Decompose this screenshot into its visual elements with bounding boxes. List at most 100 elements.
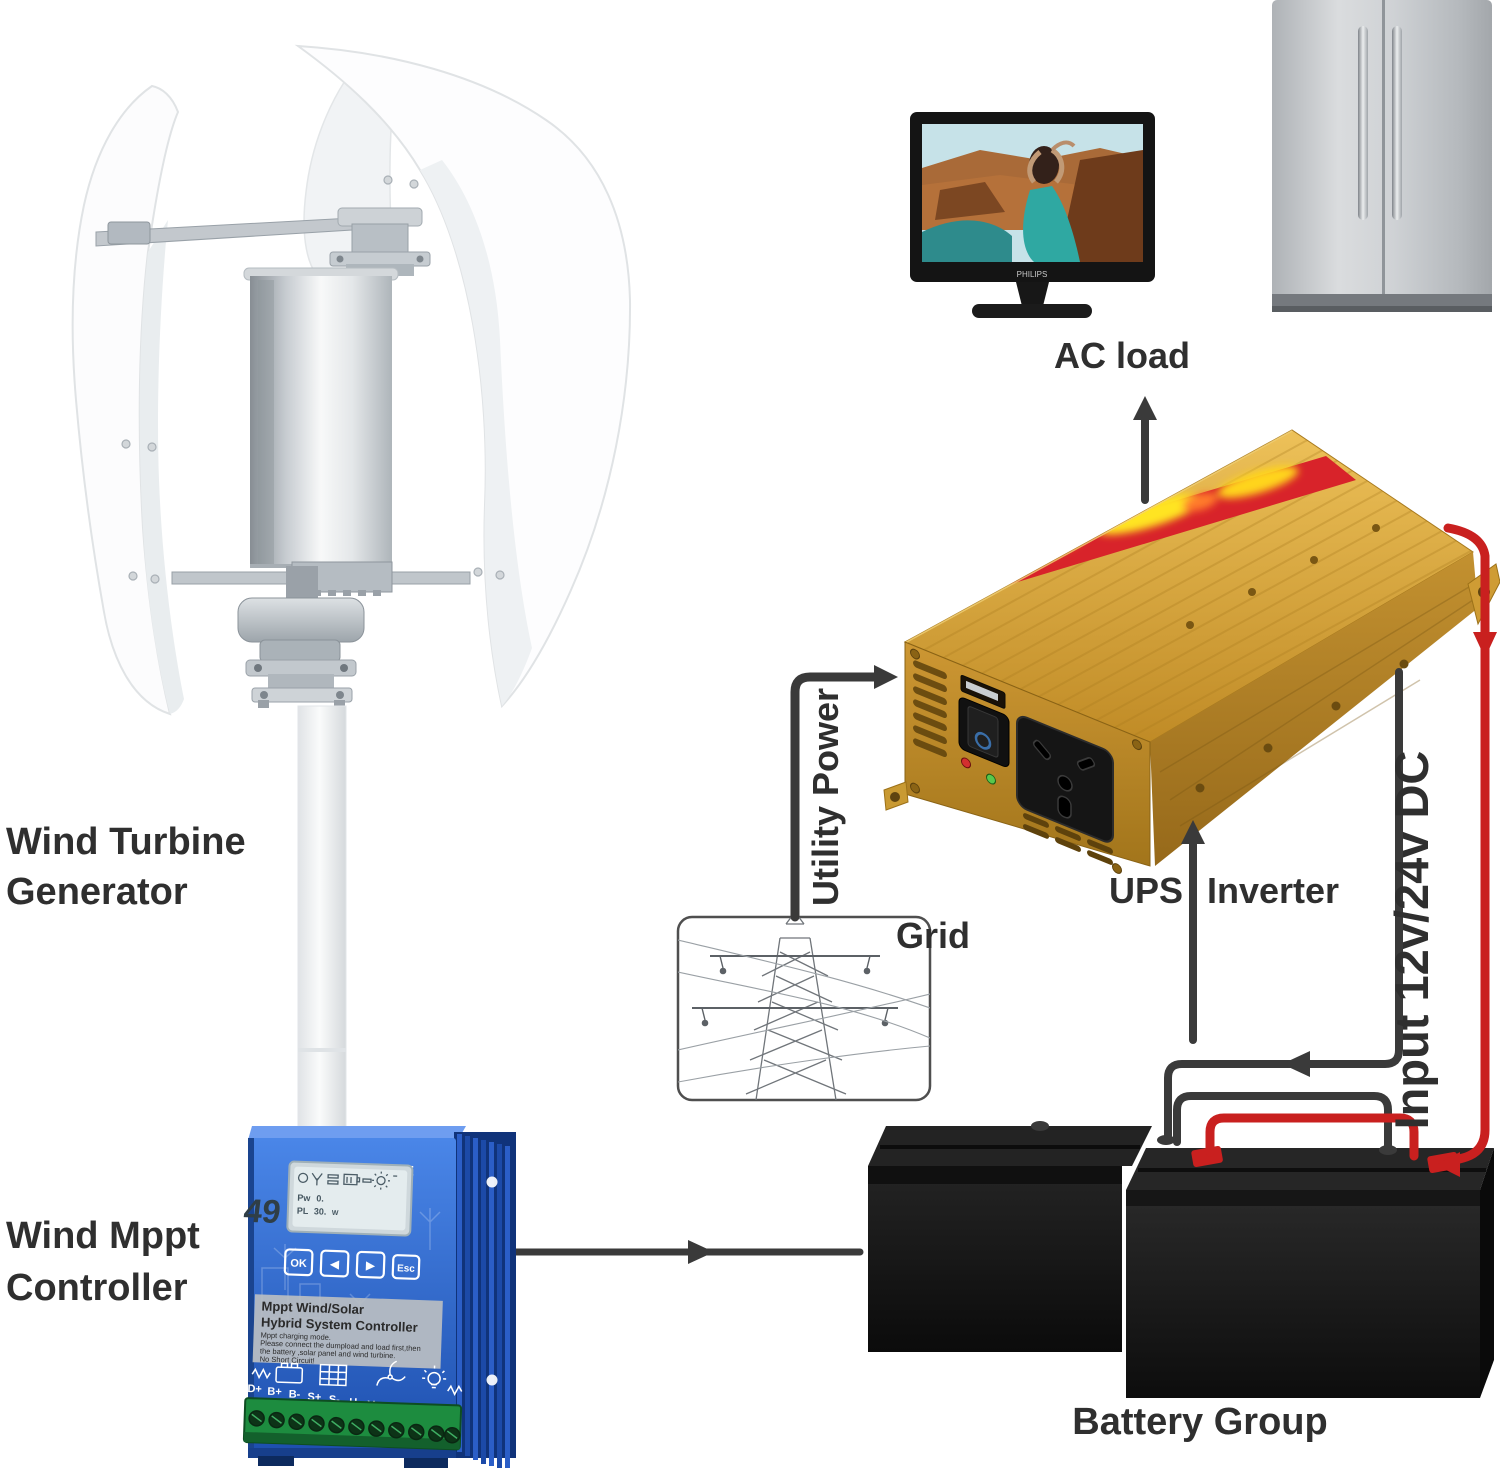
diagram-labels: AC load Grid Utility Power UPS Inverter … [6, 335, 1438, 1443]
lcd-pw-value: 0. [316, 1193, 324, 1203]
turbine-flange-stack [237, 566, 365, 708]
terminal-block [242, 1397, 463, 1451]
monitor: PHILIPS [910, 112, 1155, 318]
wind-mppt-controller: CE Pw 0. PL 30. [242, 1126, 516, 1468]
grid-label: Grid [896, 915, 970, 956]
input-dc-label: Input 12v/24v DC [1385, 751, 1438, 1130]
inverter-right-face [1150, 552, 1478, 866]
mount-hole [486, 1176, 498, 1188]
wind-turbine-label-line2: Generator [6, 871, 188, 913]
dc-input-terminal-arrow [1436, 1152, 1460, 1177]
battery-to-inverter-wire [1164, 668, 1403, 1140]
turbine-generator-cylinder [243, 267, 399, 568]
terminal-label: D+ [247, 1383, 262, 1395]
controller-foot [404, 1458, 448, 1468]
dc-input-down-arrow [1473, 632, 1497, 658]
controller-top-face [248, 1126, 466, 1140]
turbine-pole [297, 705, 347, 1153]
inverter-vents-left [913, 660, 947, 757]
controller-label-line2: Controller [6, 1267, 188, 1309]
inverter-front-details [910, 648, 1142, 874]
controller-foot [258, 1456, 294, 1466]
turbine-right-blade-shade [420, 160, 532, 706]
ups-inverter-up-arrow [1181, 820, 1205, 1044]
inverter-label: Inverter [1207, 870, 1339, 911]
sticker-note-1: Mppt charging mode. [260, 1330, 331, 1341]
ac-load-label: AC load [1054, 335, 1190, 376]
monitor-base [972, 304, 1092, 318]
wiring [508, 396, 1497, 1264]
lamp-icon [422, 1365, 447, 1389]
controller-bottom-lip [248, 1448, 456, 1458]
solar-panel-icon [319, 1363, 348, 1387]
lcd-pl-label: PL [297, 1206, 309, 1216]
wind-turbine-icon [376, 1360, 406, 1386]
fridge-handle-left [1358, 26, 1368, 220]
wind-turbine-generator [71, 44, 632, 1153]
switch-o-mark [974, 731, 992, 750]
battery-group-label: Battery Group [1072, 1401, 1327, 1443]
fridge-handle-right [1392, 26, 1402, 220]
left-arrow-button: ◀ [330, 1257, 340, 1271]
battery-group [868, 1121, 1494, 1398]
inverter-side-ridges [1159, 583, 1477, 827]
utility-power-arrow [790, 665, 898, 922]
inverter-ear-hole-left [890, 792, 900, 802]
utility-power-label: Utility Power [805, 688, 846, 906]
dump-load-icon [251, 1367, 271, 1380]
battery-post [1031, 1121, 1049, 1131]
ups-label: UPS [1109, 870, 1183, 911]
ok-button: OK [290, 1257, 307, 1270]
right-arrow-button: ▶ [366, 1258, 376, 1272]
dump-load-icon [447, 1384, 463, 1396]
inverter-front-screws [910, 648, 1142, 874]
lcd-pl-unit: W [332, 1210, 339, 1217]
lcd-main-value: 49 [242, 1193, 283, 1231]
lcd-pw-label: Pw [297, 1193, 311, 1203]
arm-clamp [107, 221, 151, 245]
monitor-screen-image [922, 140, 1143, 262]
turbine-right-blade [294, 44, 632, 709]
terminal-icon-row [251, 1360, 463, 1396]
sticker-note-4: No Short Circuit! [260, 1354, 315, 1365]
transmission-tower [678, 917, 930, 1100]
controller-buttons: OK ◀ ▶ Esc [283, 1248, 421, 1280]
ups-inverter [883, 429, 1500, 874]
wire-arrowhead [688, 1240, 714, 1264]
sticker-title-2: Hybrid System Controller [261, 1314, 418, 1334]
blade-screws [121, 175, 505, 584]
battery-jumper-red [1205, 1113, 1419, 1161]
terminal-screw-slots [251, 1413, 458, 1440]
wire-arrowhead [1282, 1051, 1310, 1077]
green-led [986, 773, 996, 785]
inverter-vents-bottom [1023, 813, 1113, 865]
controller-left-edge [248, 1138, 254, 1454]
fridge-door-seam [1382, 0, 1385, 298]
lcd-pl-value: 30. [314, 1206, 327, 1216]
turbine-left-blade-shade [139, 220, 184, 714]
ac-socket-slots [1032, 739, 1096, 819]
wind-turbine-label-line1: Wind Turbine [6, 821, 246, 863]
inverter-side-screws [1195, 659, 1409, 793]
esc-button: Esc [397, 1263, 416, 1275]
terminal-label: B+ [267, 1386, 282, 1398]
dc-input-red-wire [1436, 523, 1497, 1177]
controller-to-battery-wire [508, 1240, 864, 1264]
monitor-brand-label: PHILIPS [1017, 270, 1048, 279]
ac-load-up-arrow [1133, 396, 1157, 504]
sticker-title-1: Mppt Wind/Solar [261, 1299, 364, 1318]
grid-box [676, 915, 932, 1102]
controller-label-line1: Wind Mppt [6, 1215, 200, 1257]
monitor-stand [1016, 282, 1049, 306]
battery-icon [275, 1362, 304, 1384]
mount-hole [486, 1374, 498, 1386]
battery-right [1126, 1135, 1494, 1398]
battery-left [868, 1121, 1152, 1352]
controller-lcd: Pw 0. PL 30. W 49 [242, 1160, 414, 1237]
red-led [961, 757, 971, 769]
lcd-status-icons [297, 1171, 398, 1190]
fridge-kickplate [1272, 294, 1492, 307]
controller-sticker: Mppt Wind/Solar Hybrid System Controller… [252, 1294, 443, 1369]
refrigerator [1272, 0, 1492, 312]
